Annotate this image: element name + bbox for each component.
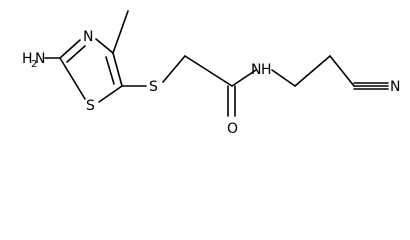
bond-ch2-carbonyl xyxy=(184,55,233,87)
bond-nh-ch2 xyxy=(271,69,296,87)
amine-h-label: H xyxy=(22,51,33,67)
bond-c2-n3-double xyxy=(66,45,86,63)
thiazole-n-label: N xyxy=(83,29,93,45)
amide-h-label: H xyxy=(261,62,272,78)
amine-subscript-label: 2 xyxy=(31,59,37,70)
bond-c4-c5 xyxy=(112,52,123,87)
bond-s-ch2 xyxy=(162,55,186,83)
thiazole-s-label: S xyxy=(86,98,95,114)
molecule-structure: H 2 N N S S O N H N xyxy=(22,10,400,137)
amine-n-label: N xyxy=(35,51,45,67)
bond-ch2-ch2 xyxy=(294,55,331,87)
bond-carbonyl-nh xyxy=(231,69,257,87)
bond-c2-n3 xyxy=(59,39,81,59)
bond-n3-c4 xyxy=(95,38,114,54)
carbonyl-o-label: O xyxy=(227,121,238,137)
nitrile-n-label: N xyxy=(390,79,400,95)
thioether-s-label: S xyxy=(149,79,158,95)
bond-c4-c5-double xyxy=(105,56,115,85)
amide-n-label: N xyxy=(251,62,261,78)
bond-c4-methyl xyxy=(112,10,129,54)
structure-canvas: H 2 N N S S O N H N xyxy=(22,10,400,137)
bond-ch2-nitrile-c xyxy=(329,55,355,87)
bond-c5-s1 xyxy=(98,85,123,103)
bond-s1-c2 xyxy=(59,57,86,100)
